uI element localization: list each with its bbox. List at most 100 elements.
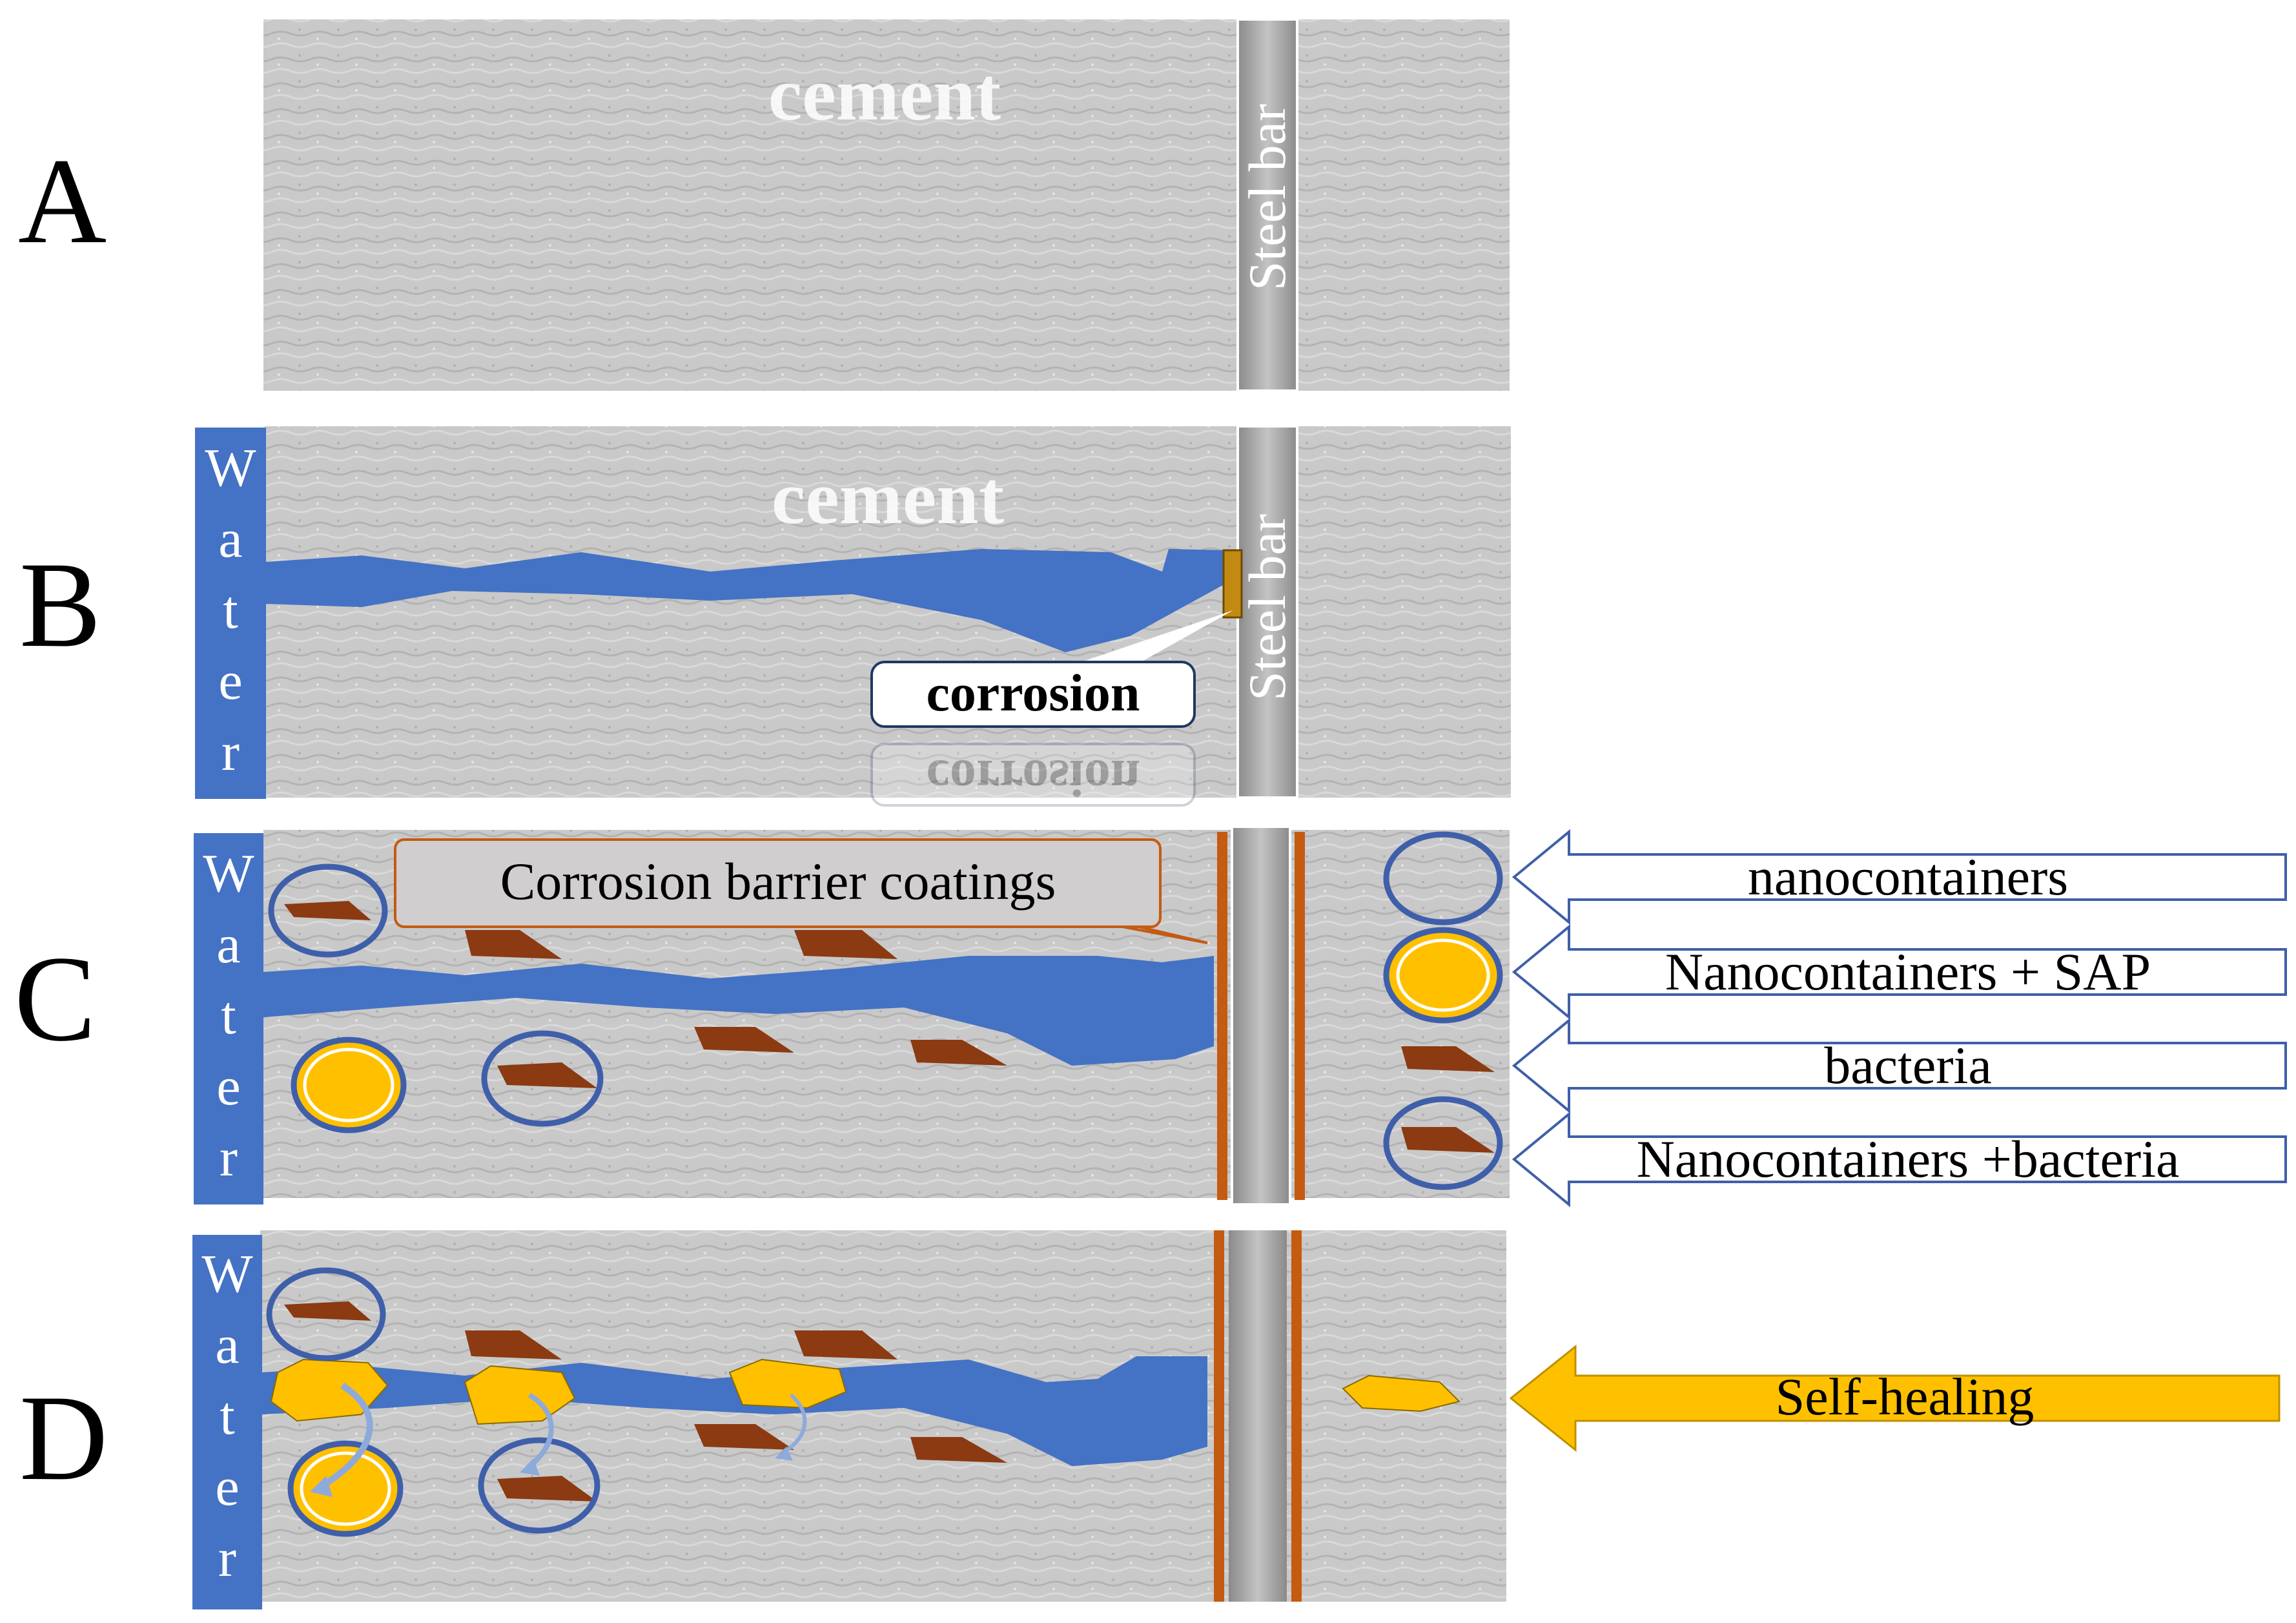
steel-bar-label-a: Steel bar (1238, 104, 1297, 291)
release-arrow-head (775, 1447, 793, 1461)
water-letter: W (201, 1244, 253, 1304)
coating-right-c (1295, 832, 1305, 1200)
water-crack-c (263, 956, 1214, 1066)
panel-b-letter: B (19, 537, 101, 673)
water-crack-b (266, 549, 1230, 652)
coating-left-d (1214, 1230, 1224, 1602)
coating-callout-text: Corrosion barrier coatings (500, 852, 1056, 911)
nanocontainer-empty (1383, 831, 1503, 925)
water-label-c: W a t e r (203, 843, 254, 1188)
corrosion-callout-pointer (1072, 610, 1233, 672)
water-column-d (192, 1235, 262, 1609)
water-letter: e (218, 651, 242, 711)
coating-right-d (1291, 1230, 1302, 1602)
panel-a-letter: A (18, 134, 107, 269)
corrosion-reflection-box (870, 743, 1196, 807)
corrosion-callout (870, 661, 1196, 728)
bacteria-particle (794, 1330, 897, 1359)
water-column-b (195, 428, 266, 799)
legend-arrow (1512, 829, 2287, 925)
legend-nanocontainers-bacteria: Nanocontainers +bacteria (1512, 1111, 2287, 1208)
water-label-d: W a t e r (201, 1244, 253, 1588)
steel-bar-d (1229, 1230, 1287, 1602)
water-letter: t (221, 986, 236, 1046)
bacteria-particle (465, 930, 562, 959)
healing-patch (728, 1358, 847, 1409)
cement-block-d (260, 1230, 1506, 1602)
water-letter: W (205, 438, 256, 498)
nanocontainer-sap-legend-inner (1396, 938, 1490, 1012)
water-letter: r (221, 722, 240, 782)
bacteria-particle (910, 1437, 1007, 1463)
cement-block-a (263, 19, 1510, 391)
panel-c-letter: C (14, 931, 96, 1067)
cement-label-a: cement (768, 52, 1001, 136)
legend-arrow (1512, 924, 2287, 1020)
legend-self-healing: Self-healing (1509, 1344, 2281, 1452)
coating-left-c (1217, 832, 1227, 1200)
water-letter: t (220, 1386, 234, 1446)
bacteria-particle (284, 901, 371, 920)
nanocontainer-bacteria-ring (481, 1030, 604, 1127)
self-healing-arrow (1509, 1344, 2281, 1452)
cement-block-b (265, 426, 1511, 798)
legend-nanocontainers-sap: Nanocontainers + SAP (1512, 924, 2287, 1020)
bacteria-particle (497, 1476, 597, 1502)
release-arrow-head (310, 1476, 333, 1497)
bacteria-particle (694, 1027, 794, 1053)
nanocontainer-bacteria-ring (478, 1437, 600, 1534)
legend-arrow (1512, 1111, 2287, 1208)
water-letter: e (215, 1457, 239, 1517)
bacteria-particle (794, 930, 897, 959)
bacteria-particle (910, 1040, 1007, 1066)
water-letter: e (216, 1057, 240, 1117)
water-letter: r (218, 1528, 236, 1588)
panel-d-letter: D (19, 1370, 108, 1506)
legend-label: Nanocontainers +bacteria (1637, 1130, 2180, 1188)
bacteria-particle (1401, 1127, 1495, 1153)
legend-arrow (1512, 1017, 2287, 1114)
legend-label: Nanocontainers + SAP (1665, 942, 2151, 1001)
water-letter: a (215, 1315, 239, 1375)
release-arrow (321, 1382, 373, 1489)
release-arrow-head (520, 1458, 540, 1476)
release-arrow (780, 1393, 807, 1455)
water-letter: W (203, 843, 254, 904)
panel-c: C W a t e r Cor (14, 825, 2287, 1208)
nanocontainer-bacteria-ring (266, 1267, 386, 1361)
water-letter: a (216, 915, 240, 975)
legend-label: bacteria (1824, 1036, 1991, 1095)
corrosion-callout-text: corrosion (926, 663, 1140, 722)
release-arrow (528, 1392, 554, 1469)
nanocontainer-sap (287, 1440, 404, 1537)
nanocontainer-sap-inner (300, 1451, 391, 1526)
water-label-b: W a t e r (205, 438, 256, 782)
corrosion-spot (1222, 549, 1243, 619)
steel-bar-a (1236, 18, 1298, 392)
corrosion-callout-reflection: corrosion (870, 743, 1196, 808)
nanocontainer-sap-legend (1383, 927, 1503, 1024)
bacteria-particle (1401, 1046, 1495, 1072)
water-letter: r (220, 1128, 238, 1188)
healing-patch (1342, 1374, 1461, 1412)
nanocontainer-sap (291, 1037, 407, 1133)
nanocontainer-bacteria-legend (1383, 1096, 1503, 1190)
panel-d: D W a t e r (19, 1230, 2281, 1609)
steel-bar-label-b: Steel bar (1238, 514, 1297, 701)
legend-label: nanocontainers (1748, 847, 2068, 906)
panel-b: B cement Steel bar W a t e r corrosion c… (19, 425, 1511, 808)
steel-bar-c (1231, 825, 1291, 1206)
panel-a: A cement Steel bar (18, 18, 1510, 392)
bacteria-particle (694, 1424, 794, 1450)
self-healing-label: Self-healing (1776, 1367, 2035, 1426)
corrosion-reflection-text: corrosion (926, 749, 1140, 808)
water-letter: t (223, 580, 238, 640)
coating-callout (394, 838, 1162, 928)
nanocontainer-bacteria-ring (268, 863, 388, 958)
cement-label-b: cement (772, 455, 1004, 540)
bacteria-particle (497, 1062, 597, 1088)
nanocontainer-sap-inner (303, 1048, 395, 1122)
bacteria-particle (465, 1330, 562, 1359)
water-letter: a (218, 509, 242, 569)
